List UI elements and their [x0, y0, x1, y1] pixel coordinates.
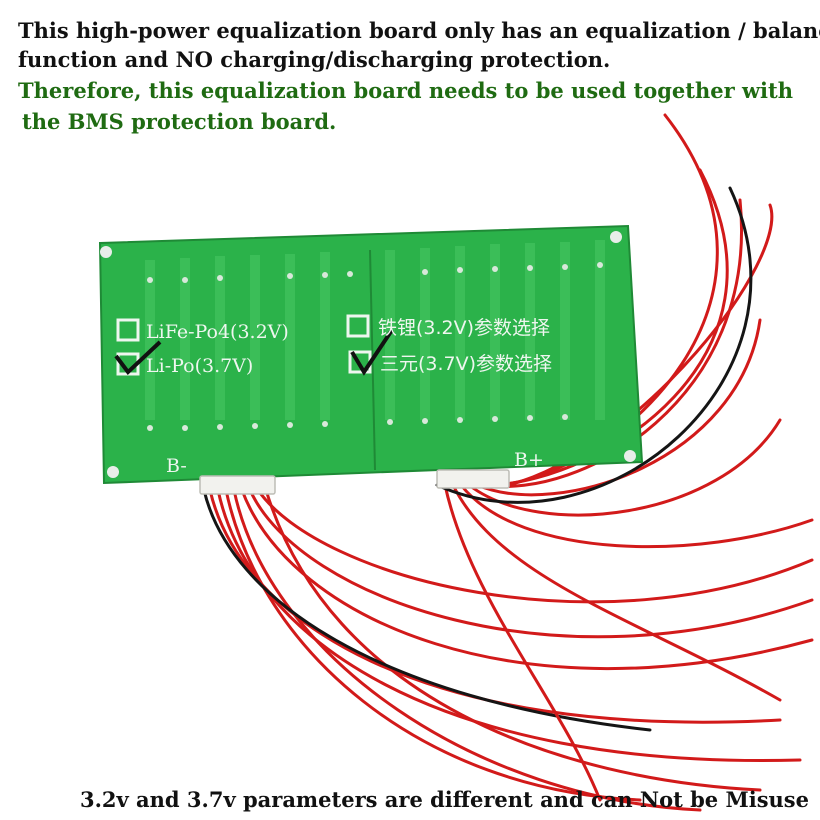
balance-wires: [202, 113, 814, 812]
balance-connector-right: [436, 469, 510, 489]
terminal-label-bminus: B-: [166, 455, 187, 477]
pcb-board: LiFe-Po4(3.2V) Li-Po(3.7V) 铁锂(3.2V)参数选择 …: [98, 224, 644, 495]
balance-connector-left: [199, 475, 276, 495]
terminal-label-bplus: B+: [514, 449, 544, 471]
option-label-cn-lfp: 铁锂(3.2V)参数选择: [378, 317, 550, 339]
option-checkbox-cn-lfp: [346, 314, 370, 338]
option-label-lifepo4: LiFe-Po4(3.2V): [146, 321, 289, 343]
notice-line-3: Therefore, this equalization board needs…: [18, 78, 793, 103]
misuse-warning: 3.2v and 3.7v parameters are different a…: [80, 787, 809, 812]
option-label-cn-ternary: 三元(3.7V)参数选择: [380, 353, 552, 375]
check-mark-icon: [350, 328, 394, 376]
notice-line-1: This high-power equalization board only …: [18, 18, 820, 43]
option-label-lipo: Li-Po(3.7V): [146, 355, 253, 377]
option-checkbox-lifepo4: [116, 318, 140, 342]
check-mark-icon: [114, 340, 162, 375]
notice-line-4: the BMS protection board.: [22, 109, 337, 134]
notice-line-2: function and NO charging/discharging pro…: [18, 47, 611, 72]
